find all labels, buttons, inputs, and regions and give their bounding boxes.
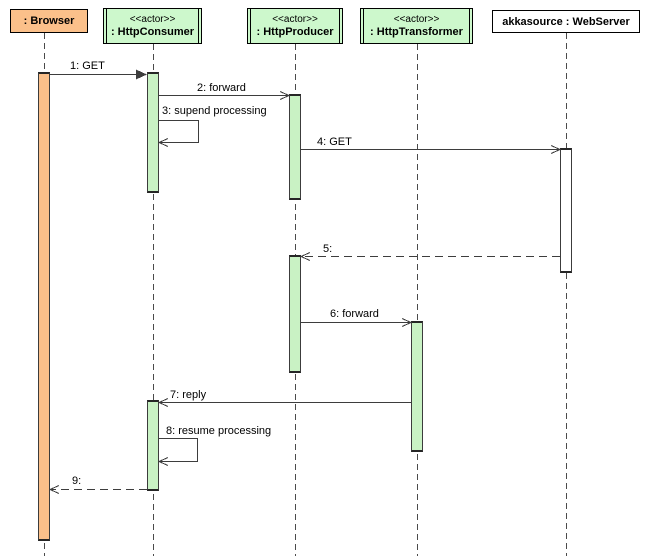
activation-webserver [560,148,572,273]
participant-stereotype: <<actor>> [129,14,176,25]
message-3-self-arrow [157,120,199,147]
message-2-arrow [159,91,291,100]
participant-httpconsumer: <<actor>> : HttpConsumer [103,8,202,44]
message-6-arrow [301,318,413,327]
activation-httpconsumer-1 [147,72,159,193]
participant-webserver: akkasource : WebServer [492,10,640,33]
participant-httpproducer: <<actor>> : HttpProducer [247,8,343,44]
participant-name: : HttpProducer [256,26,334,38]
message-label-4: 4: GET [317,136,352,148]
activation-httptransformer [411,321,423,452]
message-8-self-arrow [157,438,198,466]
message-1-arrow [50,69,147,80]
message-5-arrow [299,252,560,261]
participant-httptransformer: <<actor>> : HttpTransformer [360,8,473,44]
message-label-3: 3: supend processing [162,105,267,117]
participant-stereotype: <<actor>> [272,14,318,25]
participant-browser: : Browser [10,9,88,33]
participant-name: : Browser [23,15,75,27]
activation-browser [38,72,50,541]
participant-inner-border: <<actor>> : HttpConsumer [106,9,199,43]
message-label-1: 1: GET [70,60,105,72]
participant-name: : HttpConsumer [110,26,195,38]
message-label-2: 2: forward [197,82,246,94]
message-label-5: 5: [323,243,333,255]
activation-httpproducer-1 [289,94,301,200]
participant-stereotype: <<actor>> [393,14,440,25]
message-4-arrow [301,145,562,154]
participant-name: akkasource : WebServer [502,15,630,28]
participant-inner-border: <<actor>> : HttpProducer [250,9,340,43]
message-label-6: 6: forward [330,308,379,320]
participant-inner-border: <<actor>> : HttpTransformer [363,9,470,43]
message-label-7: 7: reply [170,389,207,401]
message-label-9: 9: [72,475,82,487]
message-label-8: 8: resume processing [166,425,272,437]
activation-httpconsumer-2 [147,400,159,491]
message-9-arrow [48,485,147,494]
participant-name: : HttpTransformer [370,26,463,38]
message-7-arrow [157,398,411,407]
activation-httpproducer-2 [289,255,301,373]
